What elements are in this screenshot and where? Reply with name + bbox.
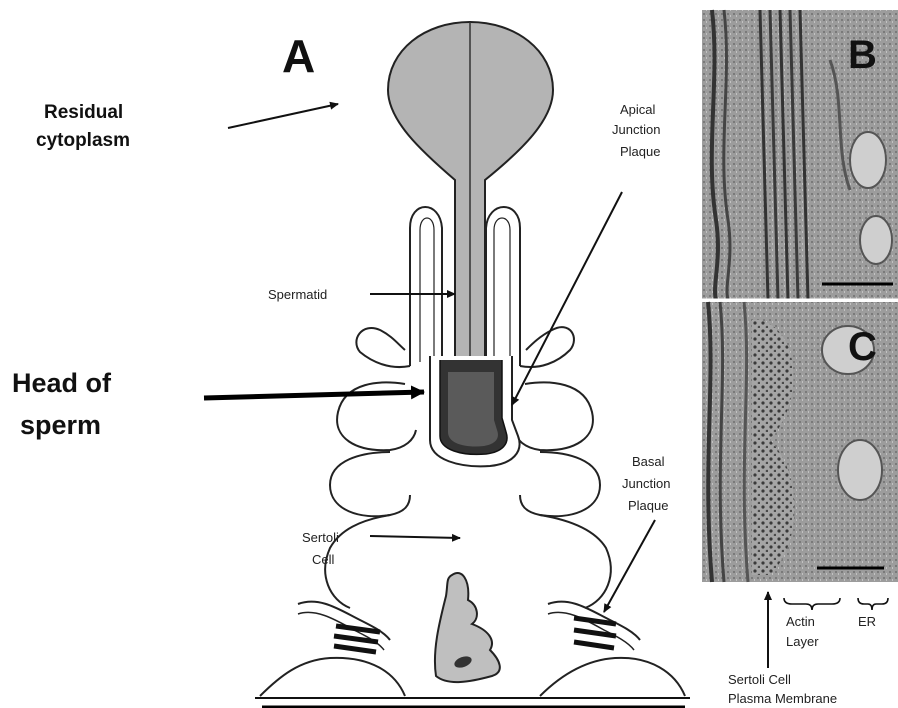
sertoli-nucleus xyxy=(435,573,500,682)
er-label: ER xyxy=(858,614,876,629)
residual-arrow xyxy=(228,104,338,128)
sertoli-arrow xyxy=(370,536,460,538)
er-brace xyxy=(858,598,888,610)
actin-label-2: Layer xyxy=(786,634,819,649)
membrane-label: Sertoli Cell xyxy=(728,672,791,687)
residual-label-2: cytoplasm xyxy=(36,130,130,151)
head-arrow xyxy=(204,392,424,398)
head-label-2: sperm xyxy=(20,410,101,440)
apical-label-3: Plaque xyxy=(620,144,660,159)
head-label: Head of xyxy=(12,368,112,398)
residual-label: Residual xyxy=(44,102,123,123)
basal-label-2: Junction xyxy=(622,476,670,491)
actin-brace xyxy=(784,598,840,610)
basal-label: Basal xyxy=(632,454,665,469)
spermatid xyxy=(388,22,553,466)
membrane-label-2: Plasma Membrane xyxy=(728,691,837,706)
actin-label: Actin xyxy=(786,614,815,629)
apical-label-2: Junction xyxy=(612,122,660,137)
apical-label: Apical xyxy=(620,102,656,117)
sperm-head xyxy=(448,372,498,446)
spermatid-label: Spermatid xyxy=(268,287,327,302)
sertoli-label: Sertoli xyxy=(302,530,339,545)
apical-arrow xyxy=(512,192,622,405)
junction-right xyxy=(548,602,640,650)
panel-label-a: A xyxy=(282,30,315,82)
panel-label-c: C xyxy=(848,325,877,369)
panel-label-b: B xyxy=(848,33,877,77)
sertoli-label-2: Cell xyxy=(312,552,335,567)
basal-label-3: Plaque xyxy=(628,498,668,513)
junction-left xyxy=(298,602,390,652)
